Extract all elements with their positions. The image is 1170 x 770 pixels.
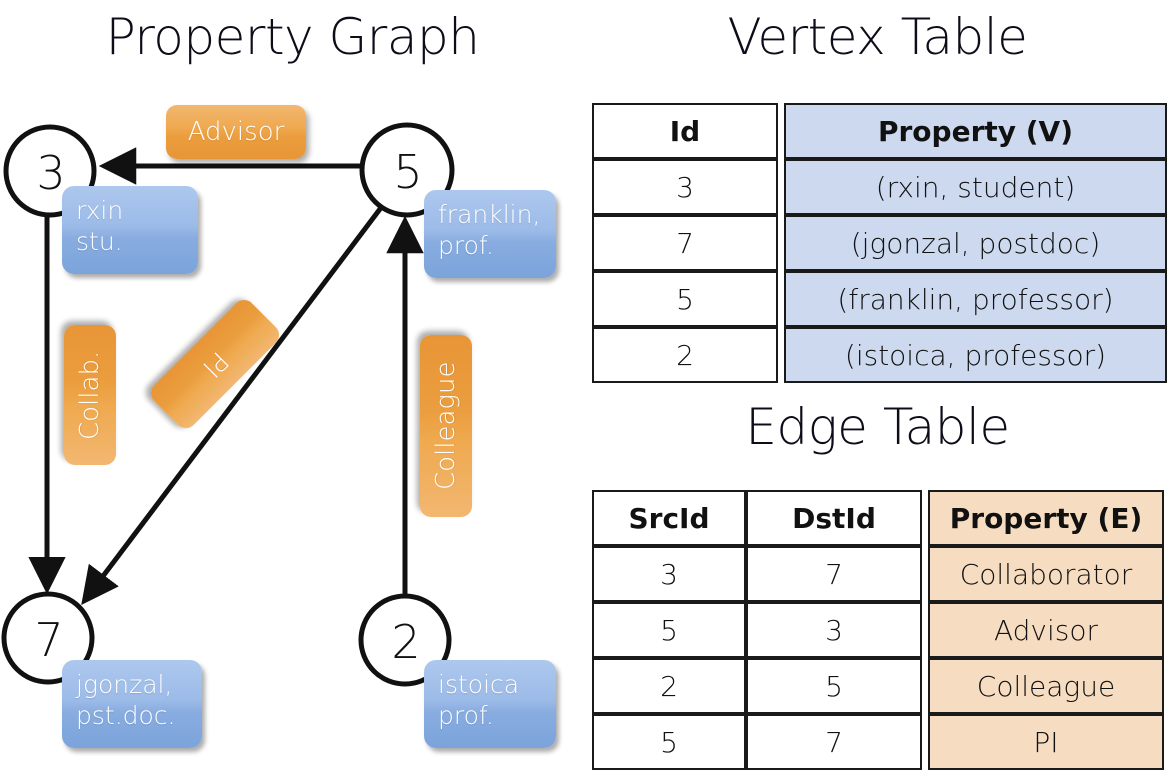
- edge-5-to-7: [81, 203, 385, 605]
- table-row: 5 3 Advisor: [592, 602, 1164, 658]
- edge-label-collab[interactable]: Collab.: [64, 325, 116, 465]
- table-row: 2 (istoica, professor): [592, 327, 1167, 383]
- vertex-property-line-2: pst.doc.: [76, 700, 176, 730]
- edge-label-colleague[interactable]: Colleague: [420, 335, 472, 517]
- edge-table: SrcId DstId Property (E) 3 7 Collaborato…: [592, 490, 1164, 770]
- table-row: 5 (franklin, professor): [592, 271, 1167, 327]
- vertex-cell-id: 5: [592, 271, 778, 327]
- column-gap: [922, 658, 928, 714]
- vertex-property-box-2[interactable]: istoica prof.: [424, 660, 556, 748]
- column-gap: [922, 490, 928, 546]
- column-gap: [778, 327, 784, 383]
- edge-cell-srcid: 5: [592, 714, 746, 770]
- vertex-property-box-7[interactable]: jgonzal, pst.doc.: [62, 660, 202, 748]
- vertex-property-line-2: stu.: [76, 226, 123, 256]
- table-row: 2 5 Colleague: [592, 658, 1164, 714]
- property-graph-title: Property Graph: [105, 8, 480, 66]
- vertex-property-line-2: prof.: [438, 700, 494, 730]
- vertex-circle-2[interactable]: [358, 593, 452, 687]
- vertex-property-box-3[interactable]: rxin stu.: [62, 186, 198, 274]
- column-gap: [778, 271, 784, 327]
- vertex-cell-property: (jgonzal, postdoc): [784, 215, 1167, 271]
- vertex-property-line-1: jgonzal,: [76, 670, 173, 699]
- table-row: 3 (rxin, student): [592, 159, 1167, 215]
- edge-table-title: Edge Table: [745, 398, 1010, 456]
- vertex-cell-id: 7: [592, 215, 778, 271]
- column-gap: [778, 159, 784, 215]
- edge-header-srcid: SrcId: [592, 490, 746, 546]
- column-gap: [922, 602, 928, 658]
- column-gap: [778, 103, 784, 159]
- vertex-table-title: Vertex Table: [727, 8, 1028, 66]
- table-header-row: Id Property (V): [592, 103, 1167, 159]
- edge-cell-dstid: 7: [746, 714, 922, 770]
- vertex-cell-property: (rxin, student): [784, 159, 1167, 215]
- vertex-header-id: Id: [592, 103, 778, 159]
- vertex-property-box-5[interactable]: franklin, prof.: [424, 190, 556, 278]
- vertex-header-property: Property (V): [784, 103, 1167, 159]
- edge-header-dstid: DstId: [746, 490, 922, 546]
- vertex-property-line-2: prof.: [438, 230, 494, 260]
- edge-cell-srcid: 2: [592, 658, 746, 714]
- column-gap: [922, 714, 928, 770]
- edge-cell-dstid: 7: [746, 546, 922, 602]
- edge-cell-dstid: 5: [746, 658, 922, 714]
- edge-cell-property: Advisor: [928, 602, 1164, 658]
- table-header-row: SrcId DstId Property (E): [592, 490, 1164, 546]
- vertex-cell-property: (franklin, professor): [784, 271, 1167, 327]
- edge-label-advisor[interactable]: Advisor: [166, 105, 306, 159]
- edge-cell-property: Collaborator: [928, 546, 1164, 602]
- edge-cell-property: Colleague: [928, 658, 1164, 714]
- vertex-property-line-1: franklin,: [438, 200, 541, 229]
- property-graph-canvas: [1, 122, 455, 687]
- edge-cell-srcid: 3: [592, 546, 746, 602]
- table-row: 5 7 PI: [592, 714, 1164, 770]
- vertex-cell-id: 2: [592, 327, 778, 383]
- vertex-property-line-1: istoica: [438, 670, 520, 699]
- edge-cell-dstid: 3: [746, 602, 922, 658]
- vertex-property-line-1: rxin: [76, 196, 124, 225]
- column-gap: [778, 215, 784, 271]
- edge-cell-srcid: 5: [592, 602, 746, 658]
- vertex-table: Id Property (V) 3 (rxin, student) 7 (jgo…: [592, 103, 1167, 383]
- vertex-cell-id: 3: [592, 159, 778, 215]
- edge-header-property: Property (E): [928, 490, 1164, 546]
- column-gap: [922, 546, 928, 602]
- graph-edges: [28, 147, 424, 605]
- table-row: 7 (jgonzal, postdoc): [592, 215, 1167, 271]
- vertex-cell-property: (istoica, professor): [784, 327, 1167, 383]
- edge-cell-property: PI: [928, 714, 1164, 770]
- table-row: 3 7 Collaborator: [592, 546, 1164, 602]
